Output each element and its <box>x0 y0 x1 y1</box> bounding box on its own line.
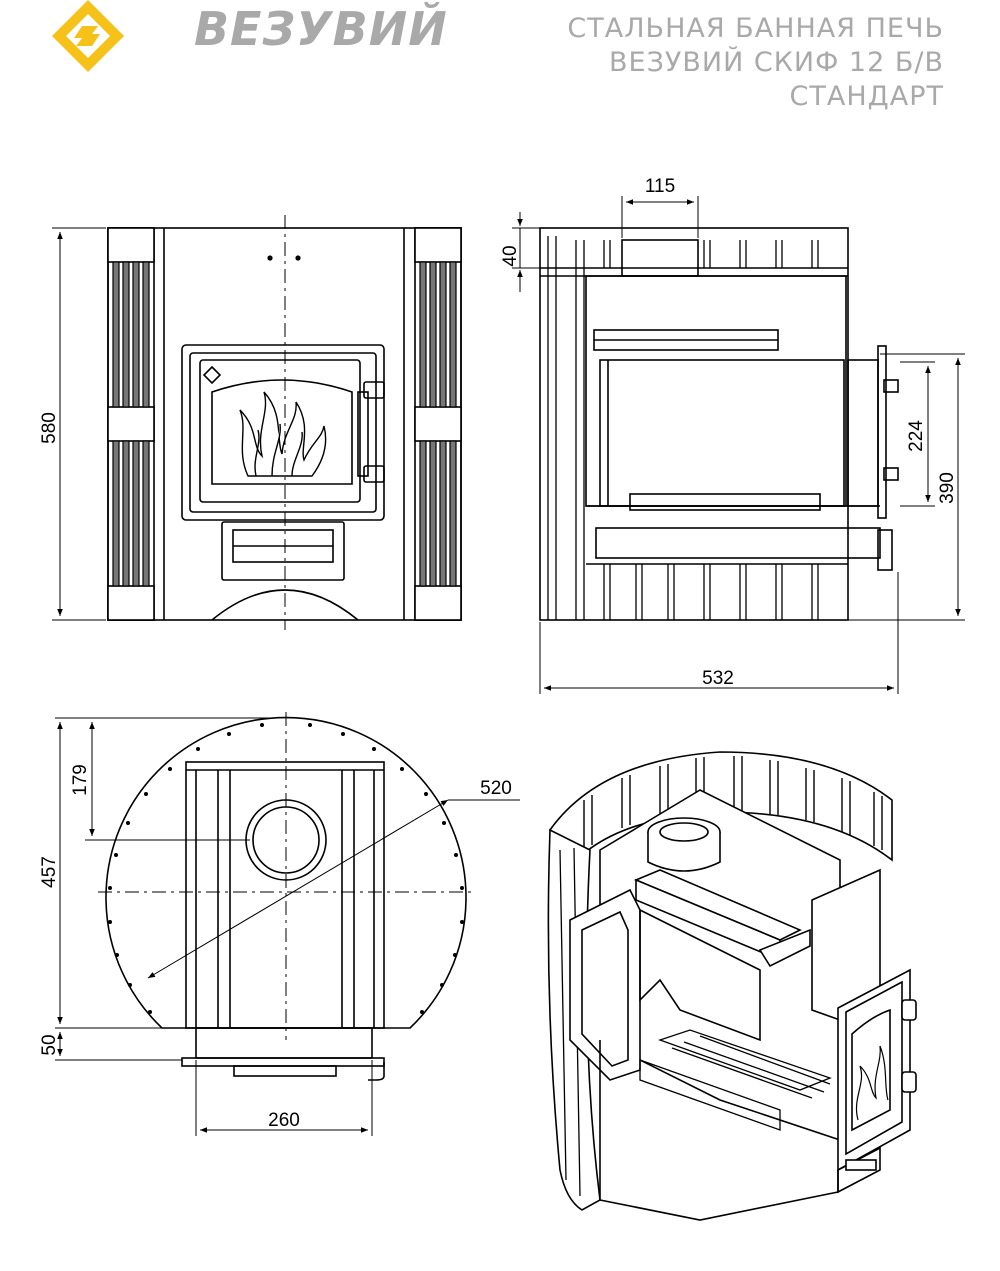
title-line-2: ВЕЗУВИЙ СКИФ 12 Б/В <box>609 47 944 78</box>
dim-side-top-offset: 40 <box>500 245 521 266</box>
dim-side-door-center-height: 390 <box>937 472 958 504</box>
dim-top-diameter: 520 <box>480 778 512 799</box>
dim-top-depth: 457 <box>39 856 60 888</box>
dim-top-door-projection: 50 <box>39 1034 60 1055</box>
top-view <box>55 712 520 1136</box>
dim-side-door-height: 224 <box>906 420 927 452</box>
dim-side-depth: 532 <box>702 668 734 689</box>
title-line-1: СТАЛЬНАЯ БАННАЯ ПЕЧЬ <box>567 13 944 44</box>
logo-mark-icon <box>52 0 124 72</box>
dim-top-door-width: 260 <box>268 1110 300 1131</box>
dim-front-height: 580 <box>39 412 60 444</box>
front-view <box>52 215 462 630</box>
product-title: СТАЛЬНАЯ БАННАЯ ПЕЧЬ ВЕЗУВИЙ СКИФ 12 Б/В… <box>567 12 944 114</box>
brand-name: ВЕЗУВИЙ <box>194 2 448 56</box>
isometric-cutaway-view <box>547 751 917 1221</box>
side-section-view <box>512 196 965 694</box>
brand-logo: ВЕЗУВИЙ <box>52 0 447 75</box>
dim-side-chimney-width: 115 <box>645 176 675 197</box>
dim-top-chimney-offset: 179 <box>70 764 91 796</box>
title-line-3: СТАНДАРТ <box>789 81 944 112</box>
